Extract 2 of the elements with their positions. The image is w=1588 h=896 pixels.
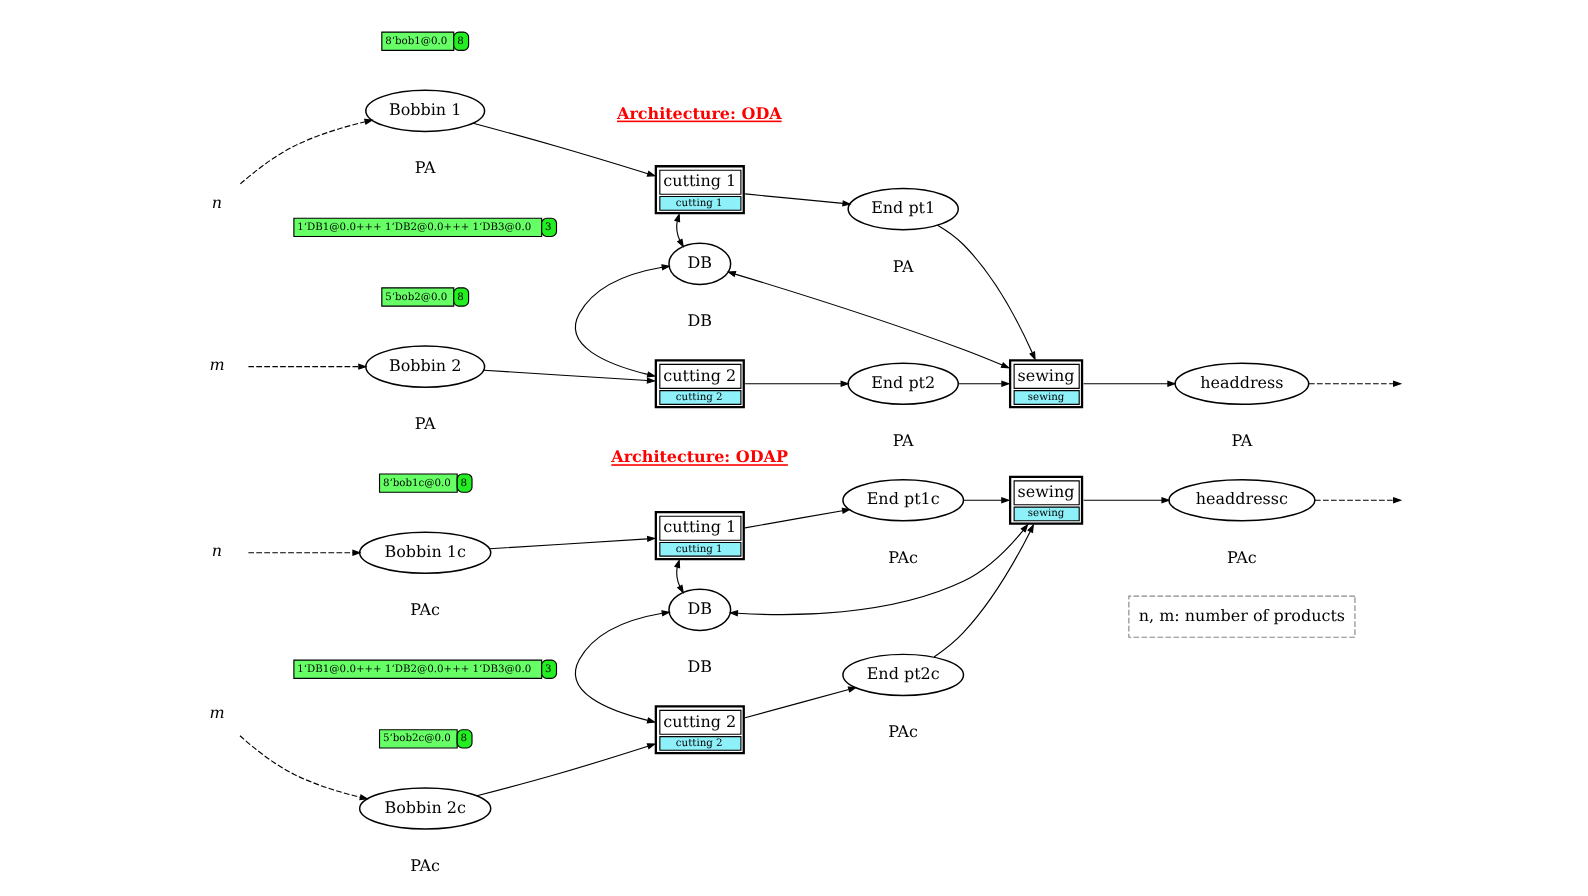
label: Architecture: ODA bbox=[617, 102, 782, 123]
label: Architecture: ODAP bbox=[611, 446, 788, 467]
